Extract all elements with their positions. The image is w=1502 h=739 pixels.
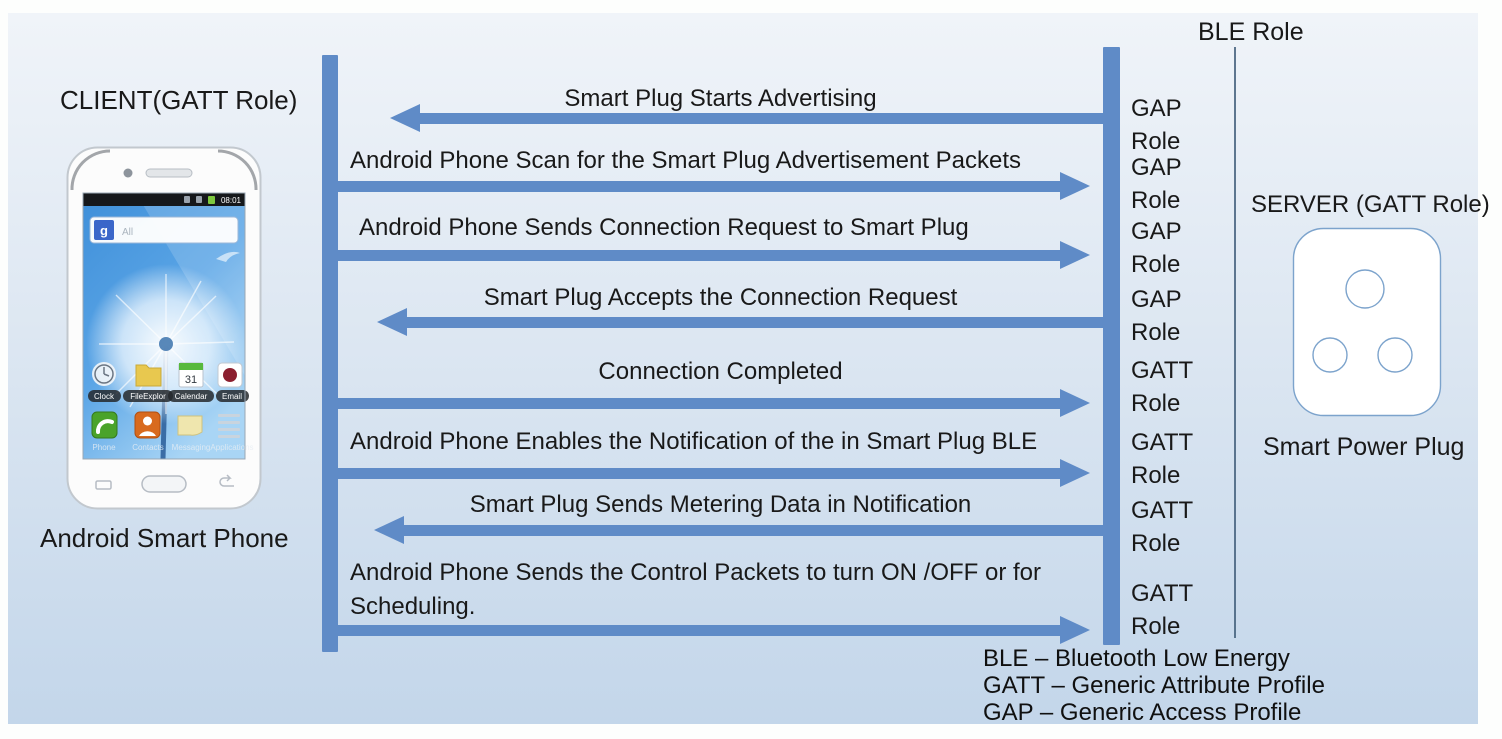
client-title: CLIENT(GATT Role) [60, 85, 298, 115]
app-icon-contacts[interactable] [134, 411, 161, 439]
message-label-2: Android Phone Scan for the Smart Plug Ad… [350, 147, 1022, 174]
front-camera-icon [123, 168, 133, 178]
app-row-1-labels: Clock FileExplor Calendar Email [88, 390, 249, 402]
app-icon-applications[interactable] [218, 414, 240, 438]
app-label-applications: Applications [210, 443, 253, 452]
back-button[interactable] [219, 474, 234, 487]
role-label-2: GAP Role [1131, 154, 1182, 214]
app-icon-messaging[interactable] [177, 415, 203, 436]
message-arrow-7-left [374, 516, 1103, 544]
app-icon-phone[interactable] [91, 411, 118, 439]
plug-pin-right [1377, 337, 1413, 373]
message-arrow-5-right [338, 389, 1090, 417]
battery-icon [208, 196, 215, 204]
message-arrow-2-right [338, 172, 1090, 200]
status-time: 08:01 [221, 196, 242, 205]
arrowhead-left-icon [390, 104, 420, 132]
phone-screen: 08:01 g All [82, 192, 254, 460]
server-title: SERVER (GATT Role) [1251, 191, 1490, 218]
message-arrow-8-right [338, 616, 1090, 644]
app-row-1: 31 Clock FileExplor Calendar Email [88, 362, 249, 402]
app-icon-fileexplorer[interactable] [135, 364, 162, 387]
app-label-contacts: Contacts [132, 443, 164, 452]
arrowhead-left-icon [377, 308, 407, 336]
role-label-6: GATT Role [1131, 429, 1193, 489]
search-placeholder: All [122, 227, 133, 238]
app-icon-clock[interactable] [92, 362, 116, 386]
role-label-5: GATT Role [1131, 357, 1193, 417]
legend-line-ble: BLE – Bluetooth Low Energy [983, 645, 1290, 672]
phone-bezel-shadow [217, 149, 258, 191]
app-label-calendar: Calendar [175, 392, 208, 401]
arrowhead-right-icon [1060, 389, 1090, 417]
menu-button[interactable] [95, 480, 112, 490]
message-label-8: Android Phone Sends the Control Packets … [350, 559, 1041, 620]
message-label-7: Smart Plug Sends Metering Data in Notifi… [469, 491, 972, 518]
phone-speaker [145, 168, 193, 178]
arrowhead-right-icon [1060, 172, 1090, 200]
message-arrow-3-right [338, 241, 1090, 269]
lifeline-client-bar [322, 55, 338, 652]
ble-role-label: BLE Role [1198, 18, 1304, 46]
message-label-4: Smart Plug Accepts the Connection Reques… [483, 284, 958, 311]
google-g-glyph: g [100, 223, 108, 238]
app-label-email: Email [222, 392, 242, 401]
app-row-2-labels: Phone Contacts Messaging Applications [92, 443, 253, 452]
message-arrow-1-left [390, 104, 1103, 132]
role-label-8: GATT Role [1131, 580, 1193, 640]
server-caption: Smart Power Plug [1263, 433, 1465, 461]
role-label-7: GATT Role [1131, 497, 1193, 557]
arrowhead-right-icon [1060, 459, 1090, 487]
plug-pin-left [1312, 337, 1348, 373]
message-label-6: Android Phone Enables the Notification o… [350, 428, 1038, 455]
legend-line-gap: GAP – Generic Access Profile [983, 699, 1302, 726]
android-phone-image: 08:01 g All [66, 146, 262, 510]
plug-body [1292, 227, 1442, 417]
svg-text:31: 31 [185, 374, 197, 386]
arrowhead-right-icon [1060, 241, 1090, 269]
search-bar[interactable]: g All [89, 216, 239, 244]
bluetooth-icon [196, 196, 202, 203]
message-label-3: Android Phone Sends Connection Request t… [359, 214, 969, 241]
app-icon-email[interactable] [217, 362, 243, 388]
role-label-1: GAP Role [1131, 95, 1182, 155]
ble-role-divider [1234, 47, 1236, 638]
home-button[interactable] [141, 475, 187, 493]
role-label-4: GAP Role [1131, 286, 1182, 346]
phone-bezel-shadow [70, 149, 111, 191]
arrowhead-right-icon [1060, 616, 1090, 644]
arrowhead-left-icon [374, 516, 404, 544]
legend: BLE – Bluetooth Low Energy GATT – Generi… [983, 645, 1325, 726]
google-icon [94, 220, 114, 240]
app-label-clock: Clock [94, 392, 115, 401]
plug-pin-top [1345, 269, 1385, 309]
role-label-3: GAP Role [1131, 218, 1182, 278]
message-label-1: Smart Plug Starts Advertising [564, 85, 877, 112]
lifeline-server-bar [1103, 47, 1120, 645]
message-arrow-4-left [377, 308, 1103, 336]
client-caption: Android Smart Phone [40, 523, 289, 553]
app-row-2: Phone Contacts Messaging Applications [91, 411, 254, 452]
message-label-5: Connection Completed [598, 358, 843, 385]
message-arrow-6-right [338, 459, 1090, 487]
app-label-messaging: Messaging [172, 443, 211, 452]
power-plug-image [1292, 227, 1442, 417]
legend-line-gatt: GATT – Generic Attribute Profile [983, 672, 1325, 699]
app-label-fileexplorer: FileExplor [130, 392, 166, 401]
signal-icon [184, 196, 190, 203]
app-label-phone: Phone [92, 443, 116, 452]
status-bar: 08:01 [83, 193, 245, 206]
app-icon-calendar[interactable]: 31 [178, 362, 204, 388]
